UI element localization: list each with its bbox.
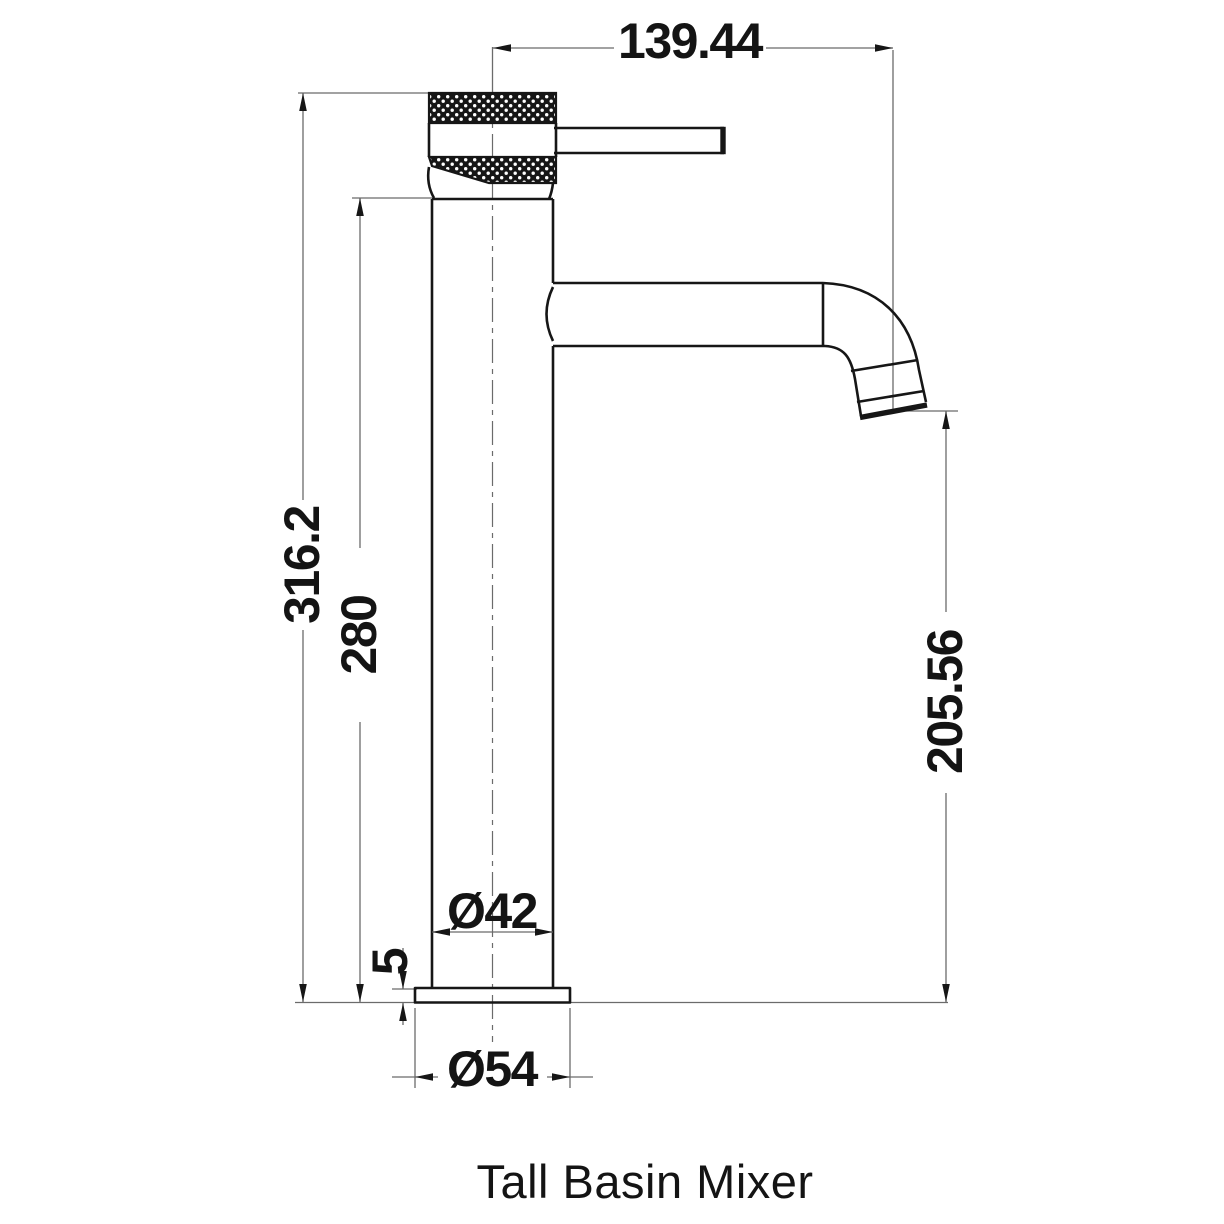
arrow-overall-height-bottom [299,984,307,1002]
dim-text-base-diameter: Ø54 [447,1041,539,1097]
arrow-body-diameter-left [432,928,450,936]
arrow-base-diameter-left [415,1073,433,1081]
drawing-caption: Tall Basin Mixer [476,1155,813,1208]
arrow-overall-height-top [299,93,307,111]
arrow-column-height-top [356,198,364,216]
arrow-body-diameter-right [535,928,553,936]
dim-text-spout-reach: 139.44 [618,13,764,69]
arrow-spout-reach-left [493,44,511,52]
handle-lever [554,126,724,155]
dim-text-outlet-height: 205.56 [917,630,973,774]
arrow-column-height-bottom [356,984,364,1002]
spout-outlet-face [859,402,928,421]
dim-text-overall-height: 316.2 [274,506,330,624]
dim-text-base-height: 5 [362,948,418,975]
base-plate [413,986,572,1004]
arrow-base-diameter-right [552,1073,570,1081]
handle-knurl-top-band [427,91,558,125]
spout-joint-fillet [545,286,555,342]
spout-outer-bend [822,281,928,403]
arrow-outlet-height-top [942,411,950,429]
arrow-base-height-top [399,971,407,989]
handle-knurl-bottom-band [427,155,558,185]
arrow-base-height-bottom [399,1003,407,1021]
spout-aerator-line-lower [856,389,925,404]
arrow-outlet-height-bottom [942,984,950,1002]
handle-neck-right [547,182,555,200]
handle-neck-left [426,166,436,199]
dim-text-column-height: 280 [331,596,387,675]
dim-text-body-diameter: Ø42 [447,883,537,939]
spout-aerator-line-upper [850,358,919,373]
arrow-spout-reach-right [875,44,893,52]
spout-inner-bend [824,344,863,417]
